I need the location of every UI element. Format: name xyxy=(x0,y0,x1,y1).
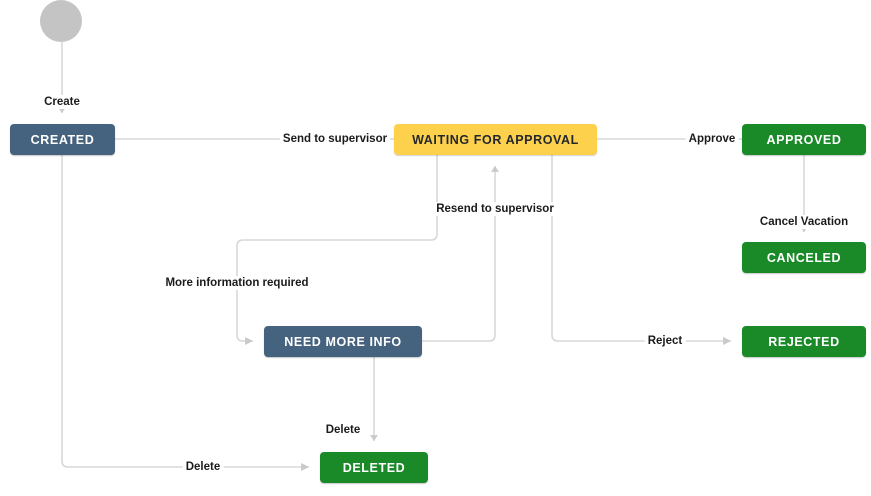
state-node-canceled-label: CANCELED xyxy=(766,250,842,265)
state-node-need-more-info[interactable]: NEED MORE INFO xyxy=(264,326,422,357)
state-node-rejected[interactable]: REJECTED xyxy=(742,326,866,357)
edge-label-delete-from-need-more-info: Delete xyxy=(322,423,364,437)
edge-label-approve: Approve xyxy=(685,132,739,146)
state-node-rejected-label: REJECTED xyxy=(768,334,840,349)
state-node-need-more-info-label: NEED MORE INFO xyxy=(284,334,402,349)
edge-label-reject: Reject xyxy=(644,334,686,348)
state-node-approved[interactable]: APPROVED xyxy=(742,124,866,155)
state-node-created-label: CREATED xyxy=(30,132,95,147)
edge-label-resend-to-supervisor: Resend to supervisor xyxy=(433,202,557,216)
edge-need-more-info-to-waiting xyxy=(422,165,499,342)
state-node-deleted-label: DELETED xyxy=(342,460,406,475)
edge-waiting-to-rejected xyxy=(551,155,732,345)
state-node-canceled[interactable]: CANCELED xyxy=(742,242,866,273)
edge-waiting-to-need-more-info xyxy=(236,155,438,345)
edge-label-send-to-supervisor: Send to supervisor xyxy=(279,132,391,146)
edge-label-delete-from-created: Delete xyxy=(182,460,224,474)
state-node-approved-label: APPROVED xyxy=(766,132,842,147)
state-node-waiting-for-approval[interactable]: WAITING FOR APPROVAL xyxy=(394,124,597,155)
edge-label-cancel-vacation: Cancel Vacation xyxy=(756,215,852,229)
edge-label-more-information-required: More information required xyxy=(162,276,312,290)
edge-label-create: Create xyxy=(41,95,83,109)
state-node-start[interactable] xyxy=(40,0,82,42)
state-node-waiting-for-approval-label: WAITING FOR APPROVAL xyxy=(412,132,579,147)
state-node-deleted[interactable]: DELETED xyxy=(320,452,428,483)
state-node-created[interactable]: CREATED xyxy=(10,124,115,155)
edge-created-to-deleted xyxy=(61,155,310,471)
